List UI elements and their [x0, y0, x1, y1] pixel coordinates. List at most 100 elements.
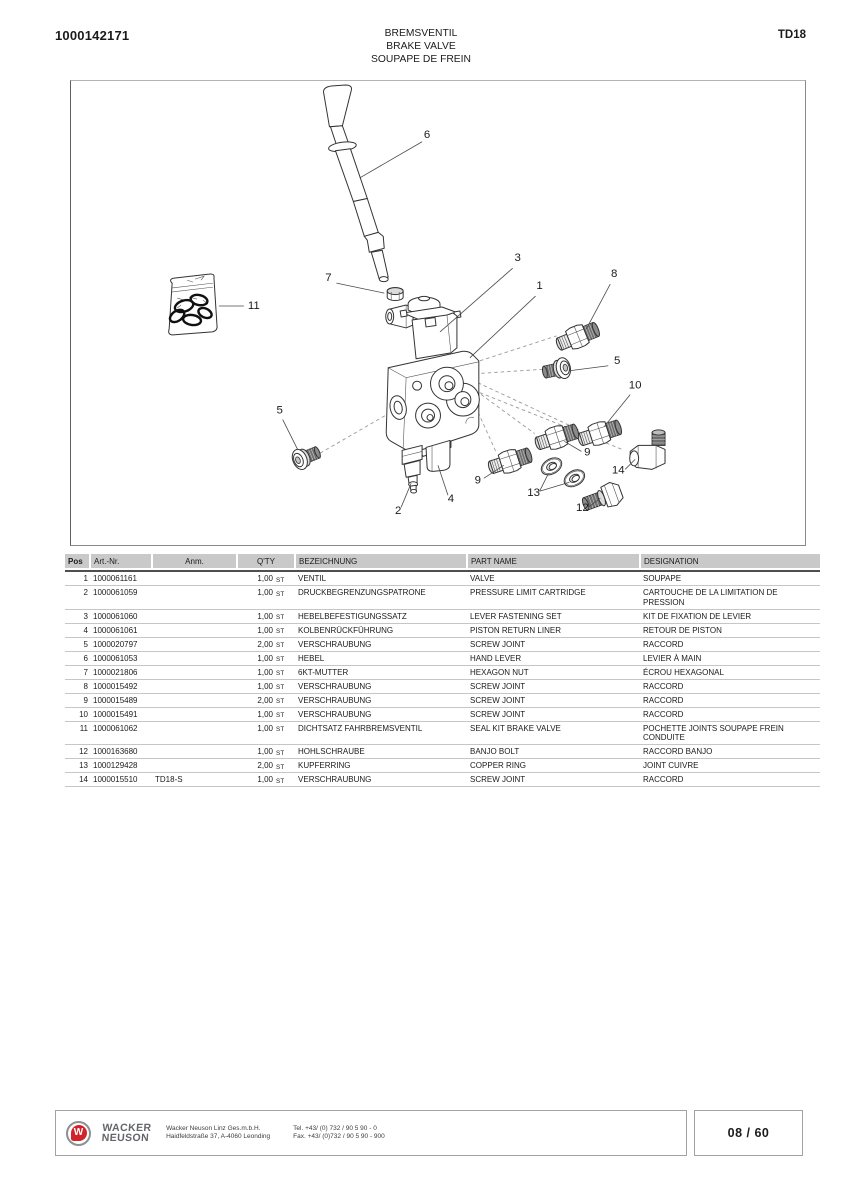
callout-leader-line [483, 465, 504, 479]
cell-designation: CARTOUCHE DE LA LIMITATION DE PRESSION [640, 585, 820, 610]
cell-qty: 2,00 [237, 693, 275, 708]
diagram-callout-6: 6 [424, 129, 430, 141]
col-header-pos: Pos [65, 554, 91, 568]
return-liner [425, 439, 451, 472]
cell-part-name: PRESSURE LIMIT CARTRIDGE [467, 585, 641, 610]
callout-leader-line [603, 394, 631, 427]
table-header-row: Pos Art.-Nr. Anm. Q'TY BEZEICHNUNG PART … [65, 554, 820, 568]
cell-qty: 1,00 [237, 665, 275, 680]
cell-anm [152, 585, 237, 610]
cell-unit: ST [275, 665, 296, 680]
wacker-neuson-logo-icon: W [66, 1120, 91, 1146]
screw-plug-5-left [288, 441, 324, 473]
diagram-callout-9: 9 [475, 474, 481, 486]
col-header-designation: DESIGNATION [640, 554, 820, 568]
cell-art-nr: 1000061062 [90, 721, 152, 745]
cell-part-name: LEVER FASTENING SET [467, 609, 641, 624]
diagram-callout-7: 7 [325, 272, 331, 284]
company-address: Wacker Neuson Linz Ges.m.b.H. Haidfeldst… [166, 1125, 270, 1142]
cell-qty: 1,00 [237, 651, 275, 666]
cell-bezeichnung: HOHLSCHRAUBE [295, 744, 468, 759]
cell-designation: RACCORD [640, 637, 820, 652]
col-header-qty: Q'TY [237, 554, 297, 568]
model-code: TD18 [777, 29, 806, 41]
elbow-fitting-14 [629, 429, 666, 470]
cell-pos: 5 [65, 637, 90, 652]
callout-leader-line [437, 465, 449, 496]
brand-line2: NEUSON [101, 1131, 150, 1143]
cell-part-name: VALVE [467, 571, 641, 586]
cell-anm [152, 609, 237, 624]
cell-bezeichnung: HEBELBEFESTIGUNGSSATZ [295, 609, 468, 624]
cell-bezeichnung: VERSCHRAUBUNG [295, 637, 468, 652]
cell-art-nr: 1000015491 [90, 707, 152, 722]
copper-ring-13b [560, 465, 589, 491]
cell-art-nr: 1000015510 [90, 772, 152, 787]
company-fax: Fax. +43/ (0)732 / 90 5 90 - 900 [293, 1133, 385, 1140]
cell-unit: ST [275, 637, 296, 652]
cell-art-nr: 1000163680 [90, 744, 152, 759]
cell-part-name: SCREW JOINT [467, 693, 641, 708]
cell-anm [152, 679, 237, 694]
cell-bezeichnung: VENTIL [295, 571, 468, 586]
cell-pos: 14 [65, 772, 90, 787]
cell-part-name: SEAL KIT BRAKE VALVE [467, 721, 641, 745]
diagram-callout-4: 4 [448, 493, 455, 505]
cell-bezeichnung: KUPFERRING [295, 758, 468, 773]
cell-anm [152, 571, 237, 586]
cell-art-nr: 1000015489 [90, 693, 152, 708]
cell-anm [152, 651, 237, 666]
company-contact: Tel. +43/ (0) 732 / 90 5 90 - 0 Fax. +43… [293, 1125, 385, 1142]
cell-unit: ST [275, 707, 296, 722]
cell-unit: ST [275, 772, 296, 787]
cell-bezeichnung: VERSCHRAUBUNG [295, 772, 468, 787]
cell-designation: POCHETTE JOINTS SOUPAPE FREIN CONDUITE [640, 721, 820, 745]
cell-qty: 1,00 [237, 609, 275, 624]
page-title: BREMSVENTIL BRAKE VALVE SOUPAPE DE FREIN [0, 27, 842, 66]
parts-table: Pos Art.-Nr. Anm. Q'TY BEZEICHNUNG PART … [65, 554, 820, 787]
cell-anm [152, 721, 237, 745]
diagram-callout-8: 8 [611, 268, 617, 280]
cell-designation: RACCORD [640, 772, 820, 787]
title-german: BREMSVENTIL [384, 28, 458, 39]
cell-designation: RETOUR DE PISTON [640, 623, 820, 638]
cell-anm [152, 693, 237, 708]
cell-art-nr: 1000021806 [90, 665, 152, 680]
cell-anm [152, 623, 237, 638]
diagram-callout-10: 10 [629, 380, 642, 392]
cell-anm [152, 665, 237, 680]
cell-pos: 4 [65, 623, 90, 638]
cell-bezeichnung: 6KT-MUTTER [295, 665, 468, 680]
screw-plug-5-right [540, 355, 573, 384]
screw-joint-10 [574, 415, 625, 452]
cell-qty: 1,00 [237, 571, 275, 586]
cell-qty: 1,00 [237, 623, 275, 638]
title-french: SOUPAPE DE FREIN [371, 54, 471, 65]
cell-unit: ST [275, 721, 296, 745]
cell-part-name: HAND LEVER [467, 651, 641, 666]
cell-unit: ST [275, 571, 296, 586]
piston [401, 444, 423, 494]
callout-leader-line [439, 267, 513, 333]
callout-leader-line [539, 473, 549, 492]
cell-anm [152, 758, 237, 773]
diagram-callout-14: 14 [612, 464, 625, 476]
callout-leader-line [469, 295, 536, 359]
cell-pos: 7 [65, 665, 90, 680]
col-header-bezeichnung: BEZEICHNUNG [295, 554, 469, 568]
cell-unit: ST [275, 585, 296, 610]
diagram-callout-13: 13 [527, 487, 540, 499]
cell-pos: 1 [65, 571, 90, 586]
callout-leader-line [400, 483, 412, 508]
callout-leader-line [282, 419, 298, 450]
company-tel: Tel. +43/ (0) 732 / 90 5 90 - 0 [293, 1124, 377, 1132]
callout-leader-line [360, 141, 423, 178]
